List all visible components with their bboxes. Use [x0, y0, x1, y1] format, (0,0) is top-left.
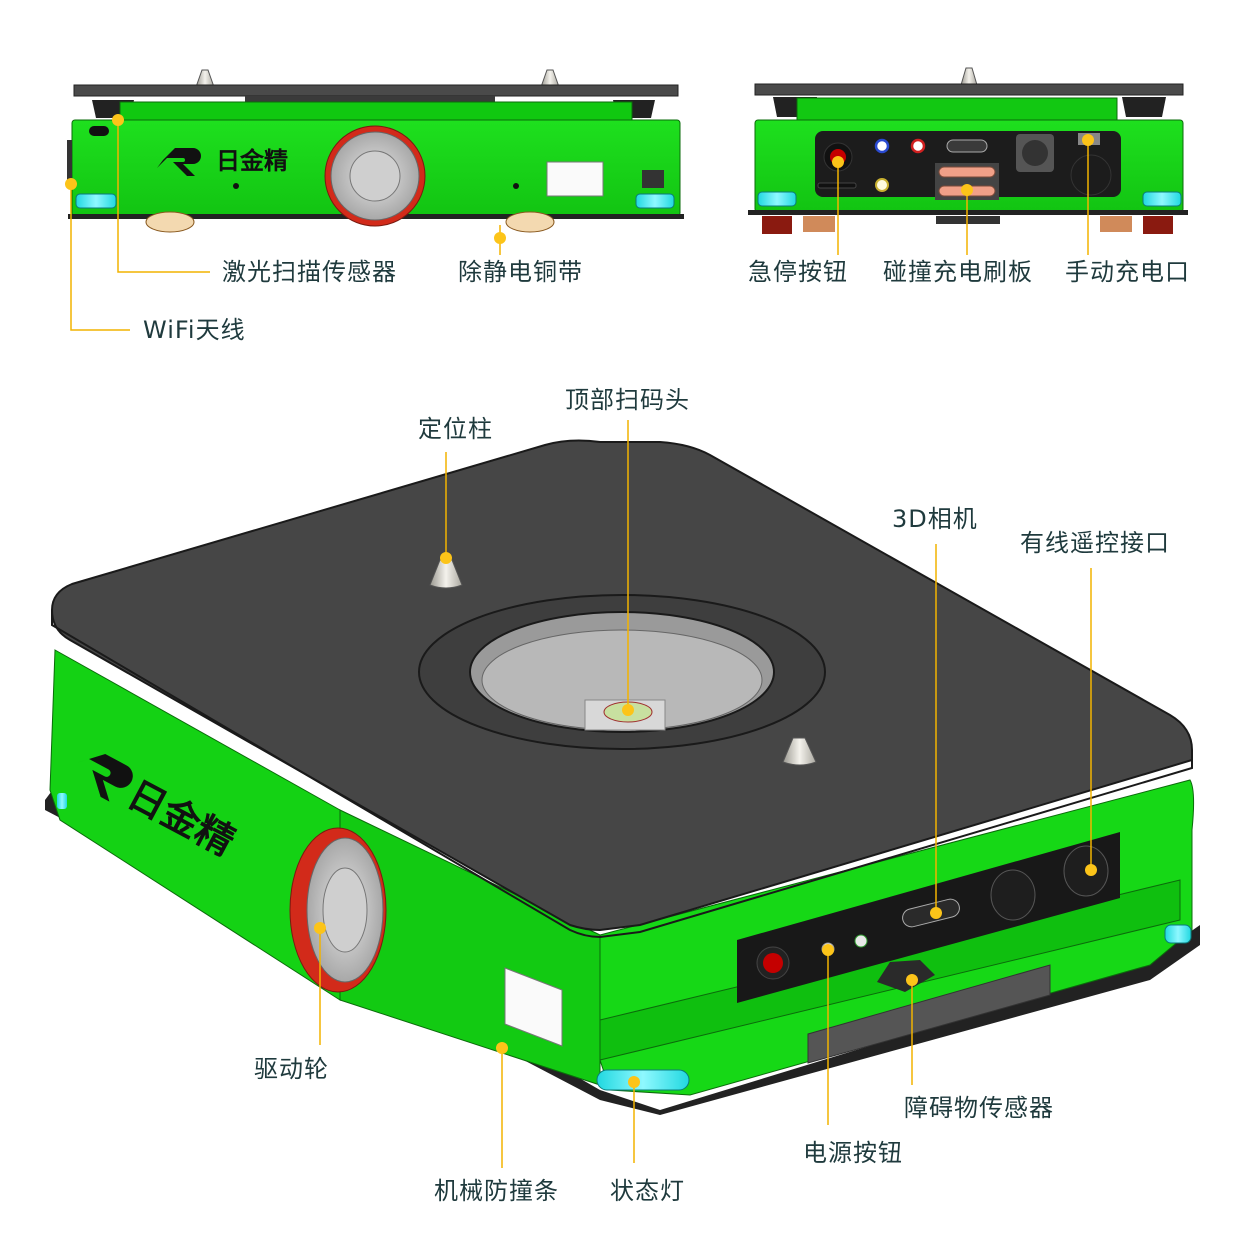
status-light-shape [75, 193, 117, 209]
emergency-stop-button-shape[interactable] [763, 953, 783, 973]
callout-dot [822, 944, 834, 956]
label-wired-remote-port: 有线遥控接口 [1020, 529, 1170, 557]
brand-name: 日金精 [216, 147, 288, 175]
side-view: 日金精 [65, 69, 684, 331]
callout-dot [1082, 134, 1094, 146]
callout-dot [440, 552, 452, 564]
status-light-shape [596, 1069, 690, 1091]
callout-dot [314, 922, 326, 934]
callout-dot [628, 1076, 640, 1088]
callout-line-laser-scanner [117, 120, 210, 273]
positioning-pin-icon [540, 69, 560, 88]
label-manual-charging-port: 手动充电口 [1065, 258, 1190, 286]
left-body-side [49, 649, 341, 1001]
label-power-button: 电源按钮 [803, 1139, 903, 1167]
callout-line-wifi-antenna [70, 184, 130, 331]
label-drive-wheel: 驱动轮 [254, 1055, 329, 1083]
brand-logo: 日金精 [157, 147, 288, 176]
iso-view: 日金精 [45, 420, 1200, 1168]
wifi-antenna-shape [67, 140, 72, 185]
callout-dot [906, 974, 918, 986]
nameplate [504, 967, 563, 1047]
callout-dot [961, 184, 973, 196]
label-top-code-scanner: 顶部扫码头 [565, 386, 690, 414]
label-antistatic-copper-strip: 除静电铜带 [458, 258, 583, 286]
label-3d-camera: 3D相机 [892, 505, 978, 533]
callout-dot [494, 232, 506, 244]
callout-dot [496, 1042, 508, 1054]
label-mechanical-bumper: 机械防撞条 [434, 1177, 559, 1205]
label-collision-charging-brush: 碰撞充电刷板 [883, 258, 1033, 286]
rjj-logo-icon [157, 148, 201, 176]
positioning-pin-icon [195, 69, 215, 88]
label-obstacle-sensor: 障碍物传感器 [904, 1094, 1054, 1122]
callout-dot [622, 704, 634, 716]
label-status-light: 状态灯 [610, 1177, 685, 1205]
top-plate [73, 84, 679, 97]
callout-dot [112, 114, 124, 126]
label-emergency-stop-button: 急停按钮 [748, 258, 848, 286]
sensor-strip [807, 964, 1051, 1064]
label-laser-scanner: 激光扫描传感器 [222, 258, 397, 286]
top-plate [754, 83, 1184, 96]
callout-dot [930, 907, 942, 919]
obstacle-sensor-shape [877, 960, 935, 992]
callout-dot [1085, 864, 1097, 876]
speaker-icon [1022, 140, 1048, 166]
rjj-logo-icon [70, 754, 133, 802]
rotation-gear [245, 96, 495, 102]
callout-dot [832, 156, 844, 168]
label-positioning-pin: 定位柱 [418, 415, 493, 443]
callout-dot [65, 178, 77, 190]
positioning-pin-icon [429, 559, 463, 589]
nameplate [546, 161, 604, 197]
rear-view [748, 67, 1188, 255]
label-wifi-antenna: WiFi天线 [143, 316, 246, 344]
positioning-pin-icon [782, 737, 817, 766]
